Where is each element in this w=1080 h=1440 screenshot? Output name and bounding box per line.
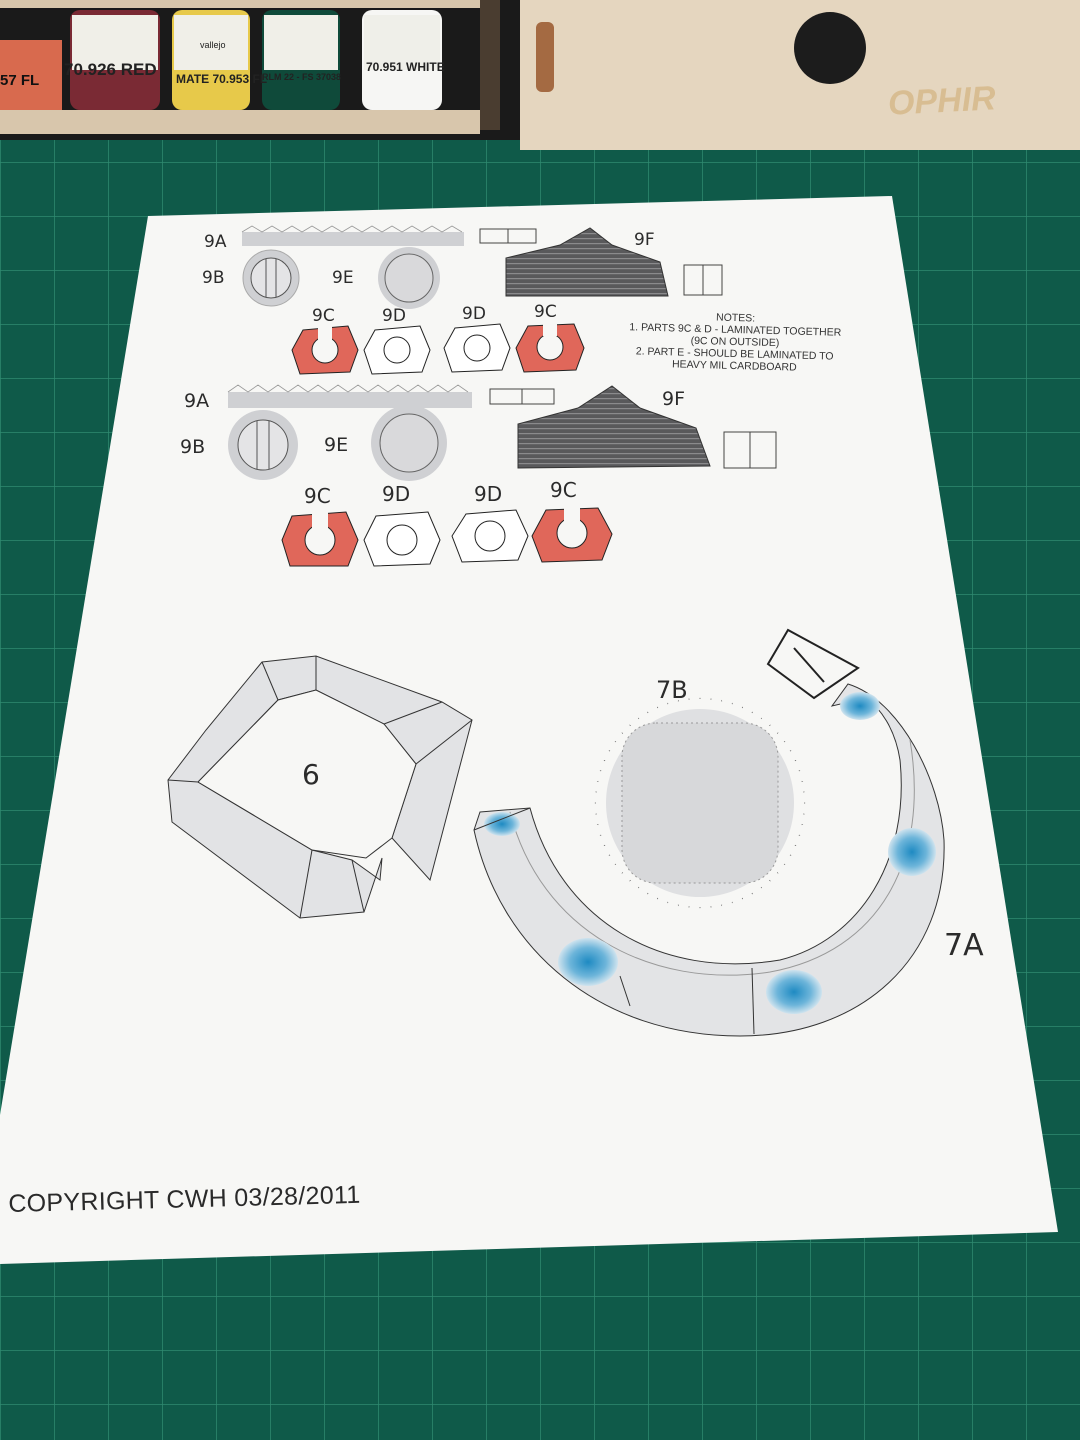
label-7b: 7B — [656, 676, 688, 704]
part-9d-clip — [363, 325, 431, 375]
label-9d: 9D — [462, 304, 486, 324]
part-7b-gear — [594, 697, 806, 909]
bottle-label: MATE 70.953 FL — [176, 72, 268, 86]
label-9c: 9C — [534, 302, 557, 322]
box-brand: OPHIR — [887, 79, 997, 123]
part-9a-strip — [228, 392, 472, 408]
label-9c: 9C — [312, 306, 335, 326]
part-6-frame — [167, 655, 473, 919]
wooden-box — [520, 0, 1080, 150]
label-9f: 9F — [634, 230, 655, 250]
label-9c: 9C — [304, 484, 331, 508]
assembly-notes: NOTES: 1. PARTS 9C & D - LAMINATED TOGET… — [589, 308, 880, 376]
label-9d: 9D — [474, 482, 503, 506]
label-9e: 9E — [332, 268, 354, 288]
label-9a: 9A — [204, 232, 227, 252]
bottle-label: RLM 22 - FS 37038 — [262, 72, 342, 82]
bottle-label: 70.926 RED — [64, 60, 157, 79]
part-9d-clip — [363, 511, 441, 567]
label-9d: 9D — [382, 482, 411, 506]
part-9d-clip — [451, 509, 529, 563]
label-9d: 9D — [382, 306, 406, 326]
part-9a-strip — [242, 232, 464, 246]
label-9b: 9B — [202, 268, 225, 288]
part-9c-clip — [291, 325, 359, 375]
paint-bottle — [0, 40, 62, 110]
label-9c: 9C — [550, 478, 577, 502]
label-7a: 7A — [944, 928, 984, 963]
part-7a-tab — [766, 628, 860, 700]
label-9b: 9B — [180, 436, 206, 458]
label-6: 6 — [302, 758, 320, 791]
bottle-label: 57 FL — [0, 72, 40, 89]
part-9c-clip — [281, 511, 359, 567]
part-9d-clip — [443, 323, 511, 373]
part-7a-ring — [473, 683, 945, 1037]
label-9f: 9F — [662, 388, 686, 410]
label-9a: 9A — [184, 390, 210, 412]
bottle-label: 70.951 WHITE — [366, 60, 445, 74]
part-9c-clip — [531, 507, 613, 563]
box-hole — [794, 12, 866, 84]
part-9f-hull — [505, 227, 669, 297]
part-9f-hull — [517, 385, 711, 469]
part-9c-clip — [515, 323, 585, 373]
label-9e: 9E — [324, 434, 349, 456]
bottle-brand: vallejo — [200, 40, 226, 50]
